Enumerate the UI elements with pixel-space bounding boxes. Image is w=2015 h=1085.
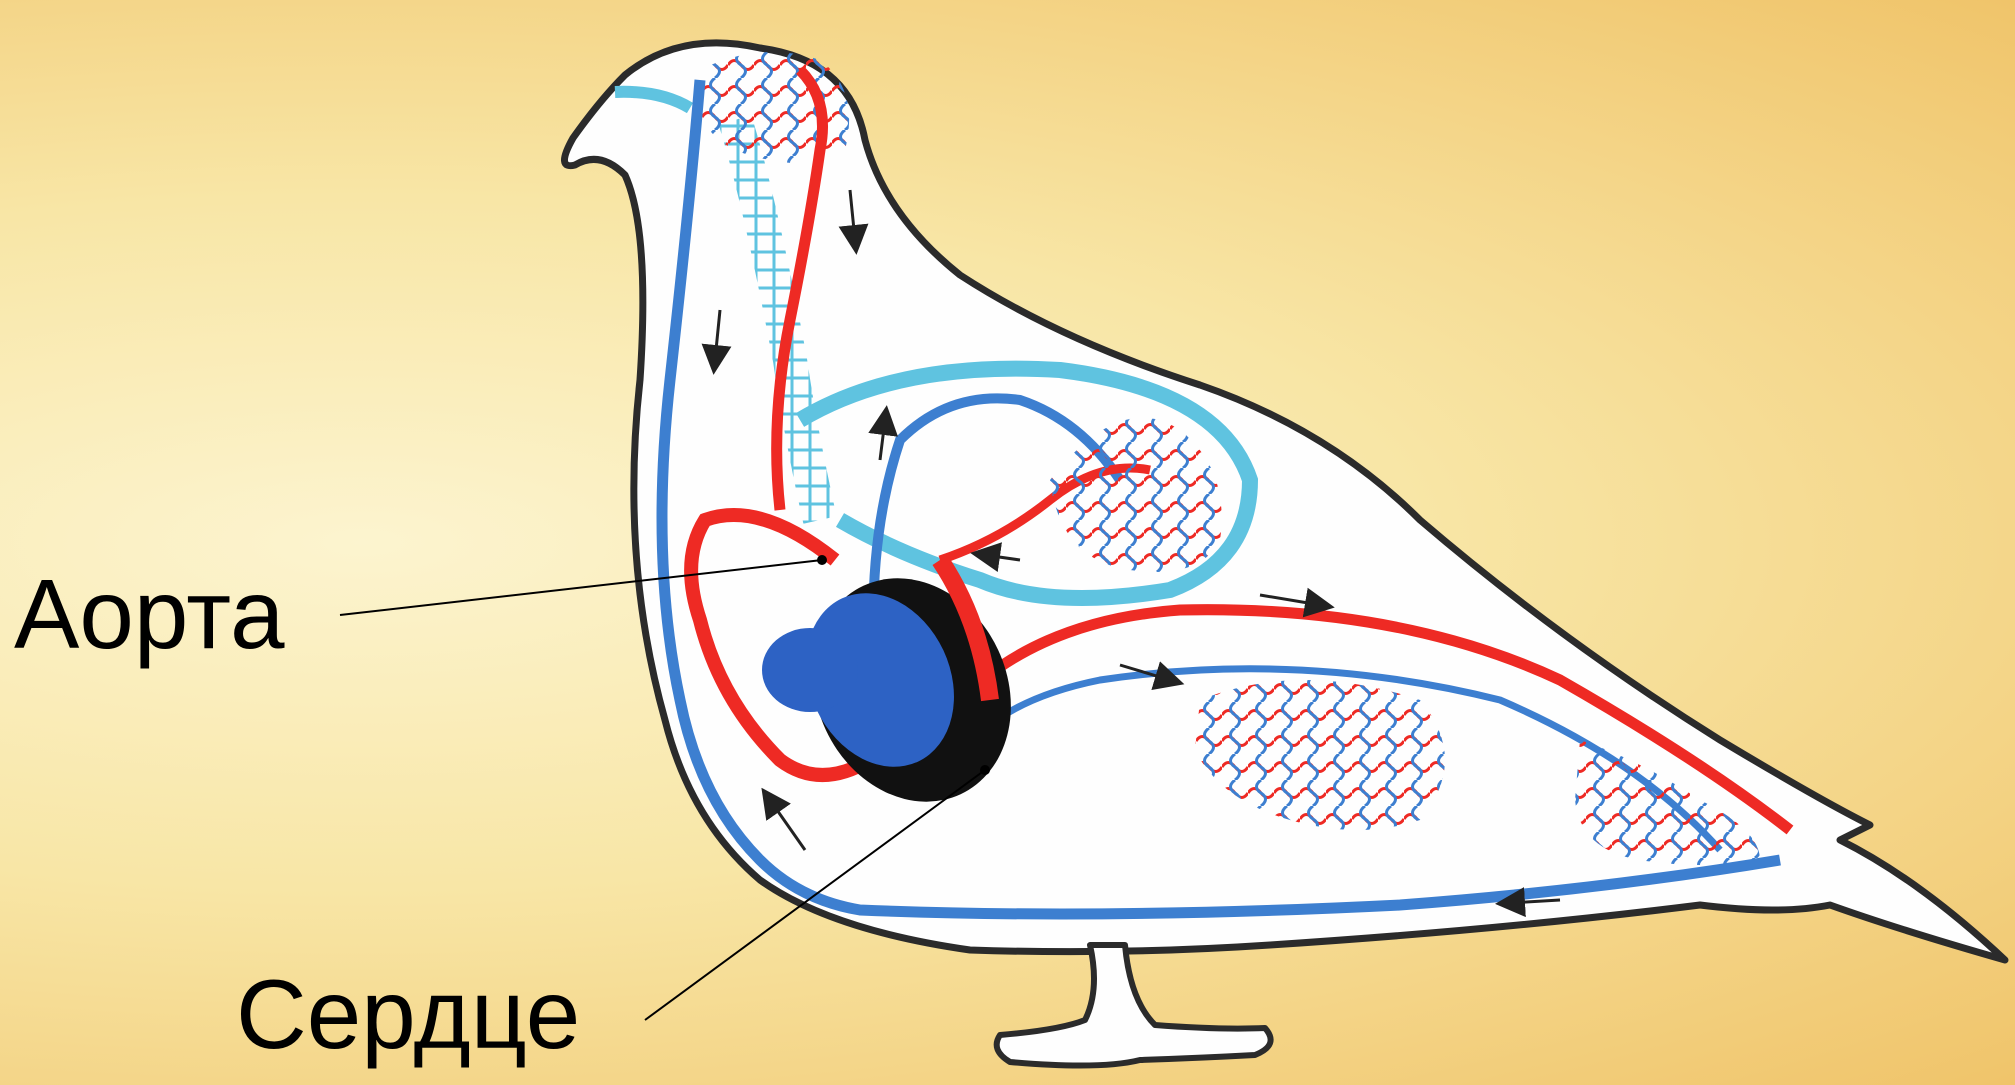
aorta-label: Аорта <box>14 565 285 663</box>
aorta-pointer-dot <box>817 555 827 565</box>
heart-label: Сердце <box>236 965 580 1063</box>
heart-pointer-dot <box>980 765 990 775</box>
bird-leg <box>997 945 1271 1066</box>
